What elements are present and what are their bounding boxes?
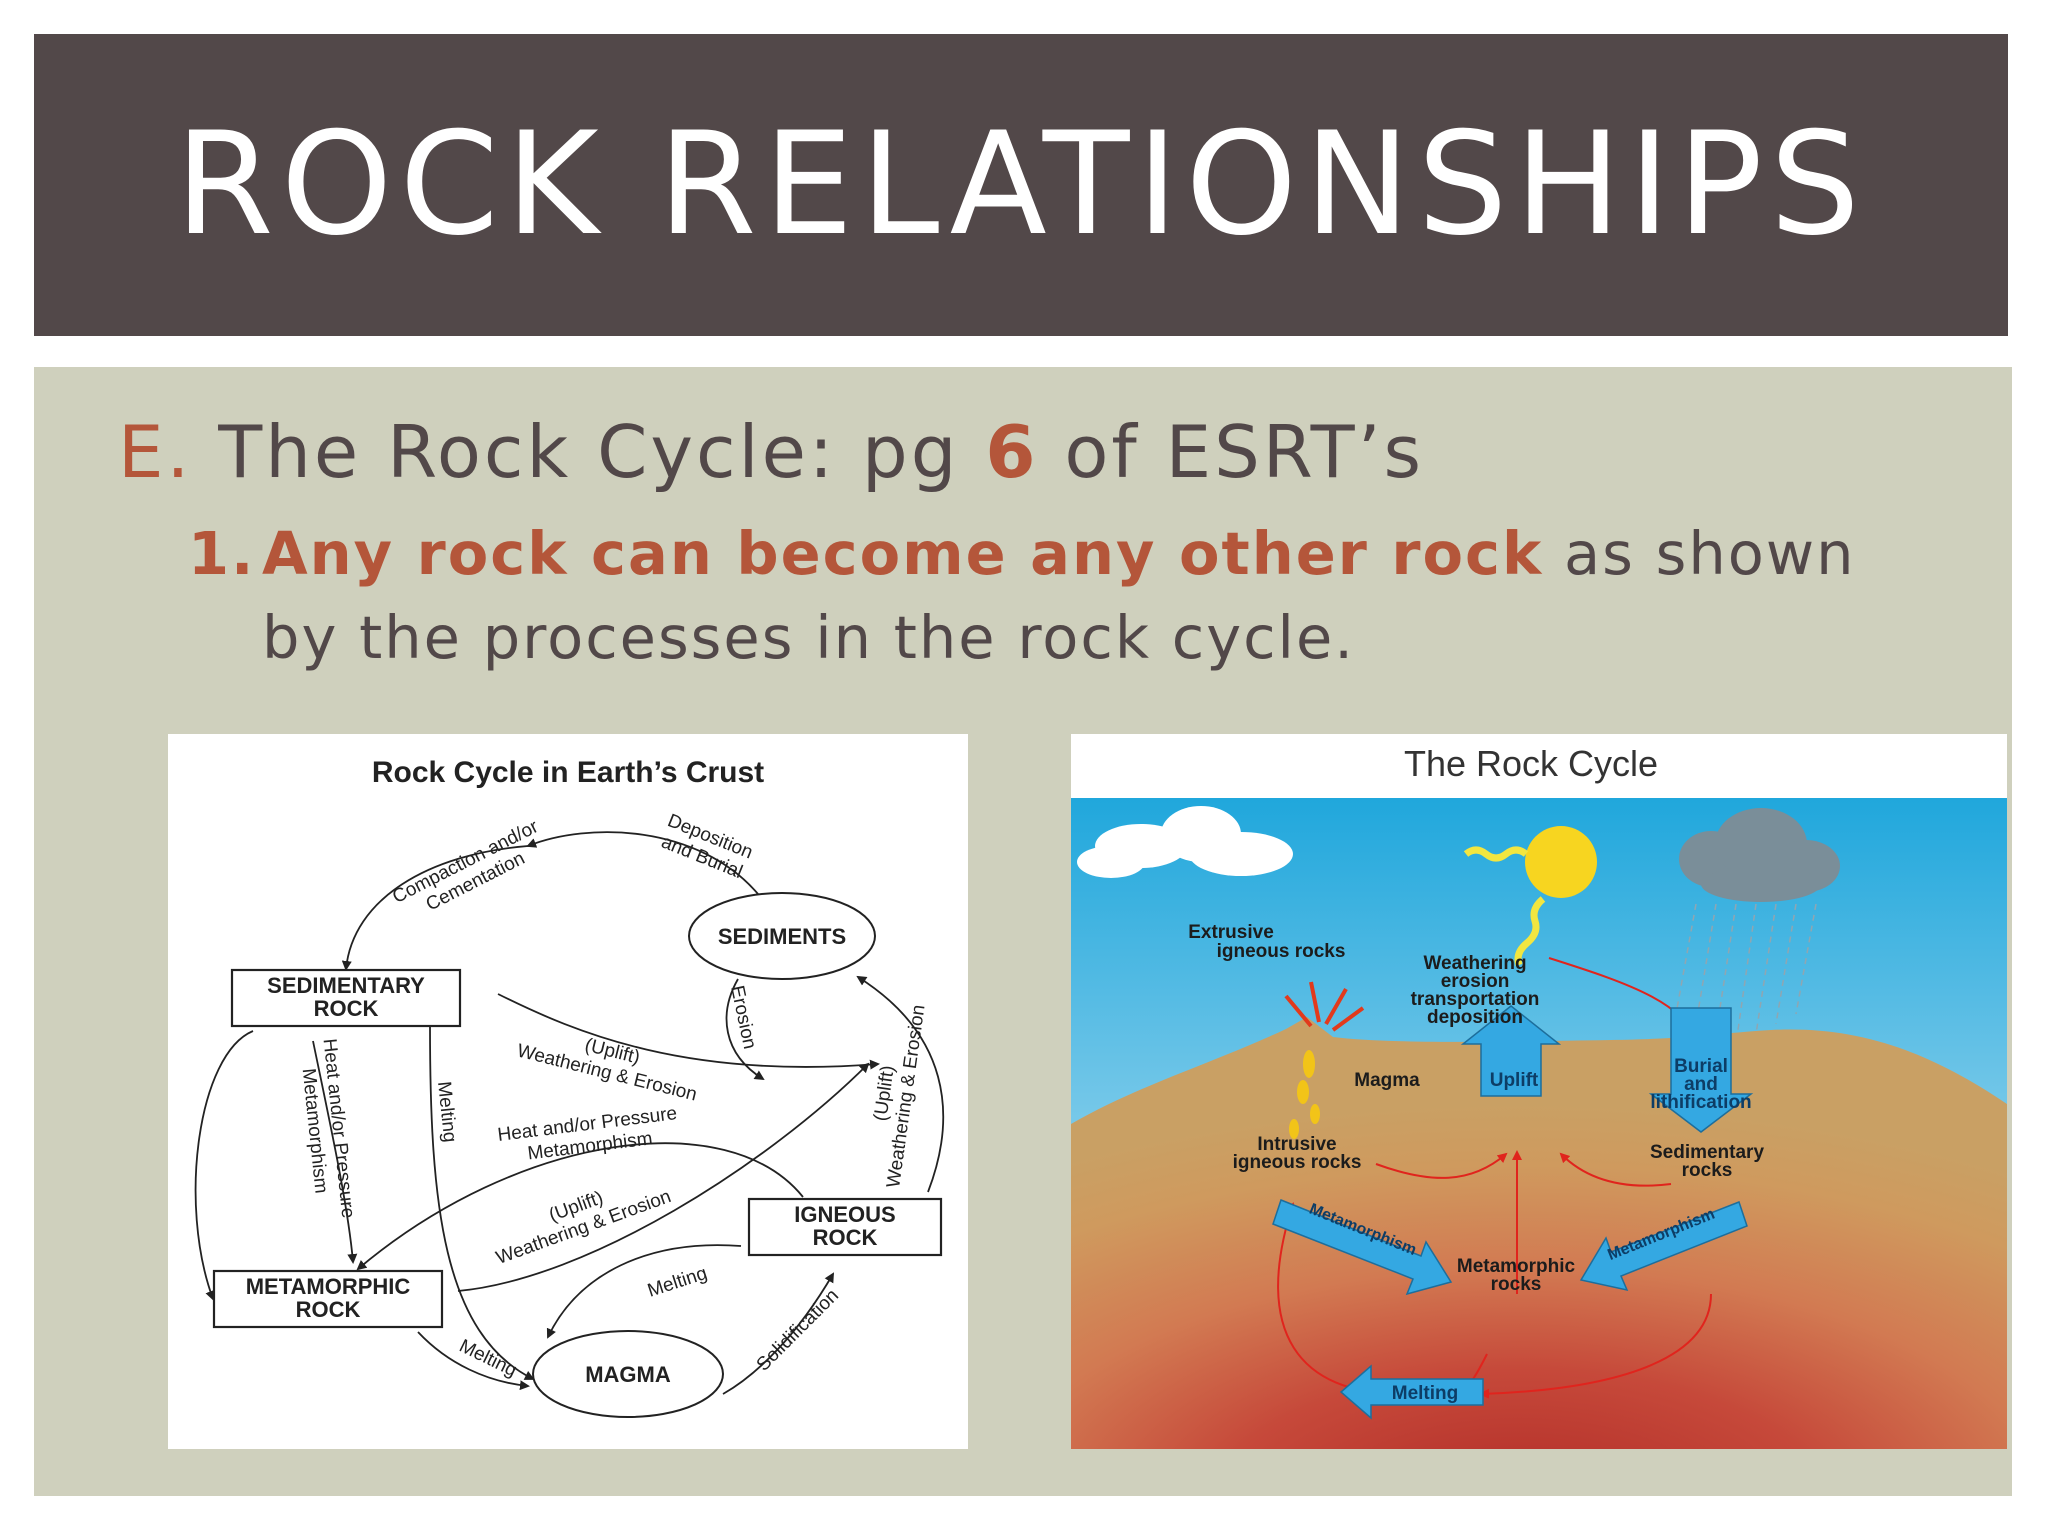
svg-text:SEDIMENTS: SEDIMENTS xyxy=(718,924,846,949)
bullet-level1: E. The Rock Cycle: pg 6 of ESRT’s xyxy=(118,410,1424,494)
metamorphism-arrow-right xyxy=(1579,1201,1748,1292)
illustration-title: The Rock Cycle xyxy=(1404,743,1658,784)
burial-arrow xyxy=(1648,1007,1754,1133)
arrow-ign-melting xyxy=(546,1244,742,1339)
crust-diagram-svg: Rock Cycle in Earth’s Crust SEDIMENTS xyxy=(194,756,944,1418)
svg-text:rocks: rocks xyxy=(1491,1274,1542,1295)
svg-text:METAMORPHIC: METAMORPHIC xyxy=(246,1274,411,1299)
arrow-ign-metamorphic xyxy=(356,1142,804,1271)
svg-text:erosion: erosion xyxy=(1441,971,1510,992)
bullet-level2: 1. Any rock can become any other rock as… xyxy=(188,512,1888,680)
svg-text:ROCK: ROCK xyxy=(813,1225,878,1250)
illustration-labels: Extrusive igneous rocks Weathering erosi… xyxy=(1188,922,1764,1404)
svg-text:IGNEOUS: IGNEOUS xyxy=(794,1202,895,1227)
cycle-arrows xyxy=(194,831,944,1395)
svg-text:Uplift: Uplift xyxy=(1490,1070,1539,1091)
sun-ray-2 xyxy=(1514,896,1546,967)
node-magma: MAGMA xyxy=(532,1330,724,1418)
bullet-highlight: Any rock can become any other rock xyxy=(262,519,1544,588)
arrow-meta-uplift xyxy=(457,1062,870,1292)
label-melting-ign: Melting xyxy=(645,1263,710,1302)
node-sediments: SEDIMENTS xyxy=(688,892,876,980)
magma-blobs xyxy=(1289,1050,1320,1139)
bullet-rest: as shown by the processes in the rock cy… xyxy=(262,519,1856,672)
melting-arrow xyxy=(1339,1364,1484,1420)
volcano-lava xyxy=(1284,981,1365,1032)
cloud-icon xyxy=(1077,806,1293,878)
node-metamorphic-rock: METAMORPHIC ROCK xyxy=(212,1269,444,1329)
label-heat-pressure-2: Heat and/or Pressure Metamorphism xyxy=(496,1103,678,1164)
crust-diagram-title: Rock Cycle in Earth’s Crust xyxy=(372,756,764,789)
title-bar: ROCK RELATIONSHIPS xyxy=(34,34,2008,336)
arrow-solidification xyxy=(722,1272,835,1395)
sun-ray xyxy=(1463,846,1529,862)
node-sedimentary-rock: SEDIMENTARY ROCK xyxy=(230,968,462,1028)
svg-text:ROCK: ROCK xyxy=(296,1297,361,1322)
svg-text:Burial: Burial xyxy=(1674,1056,1728,1077)
arrow-deposition xyxy=(526,831,759,895)
arrow-ign-uplift xyxy=(856,975,944,1193)
arrow-erosion-sediments xyxy=(725,978,765,1081)
label-compaction: Compaction and/or Cementation xyxy=(389,816,542,916)
svg-text:MAGMA: MAGMA xyxy=(585,1362,671,1387)
node-igneous-rock: IGNEOUS ROCK xyxy=(747,1197,943,1257)
svg-text:Melting: Melting xyxy=(1392,1383,1459,1404)
svg-text:and: and xyxy=(1684,1074,1718,1095)
svg-text:ROCK: ROCK xyxy=(314,996,379,1021)
rain xyxy=(1675,903,1817,1045)
svg-text:Sedimentary: Sedimentary xyxy=(1650,1142,1764,1163)
bullet-number: 1. xyxy=(188,519,256,588)
svg-text:Intrusive: Intrusive xyxy=(1257,1134,1336,1155)
svg-text:SEDIMENTARY: SEDIMENTARY xyxy=(267,973,425,998)
page-number: 6 xyxy=(985,410,1039,494)
earth-crust xyxy=(1071,1017,2007,1449)
label-heat-pressure-1: Heat and/or Pressure Metamorphism xyxy=(298,1038,359,1220)
rock-cycle-crust-diagram: Rock Cycle in Earth’s Crust SEDIMENTS xyxy=(168,734,968,1449)
metamorphism-arrow-left xyxy=(1272,1199,1453,1296)
svg-text:Extrusive: Extrusive xyxy=(1188,922,1274,943)
svg-text:Metamorphic: Metamorphic xyxy=(1457,1256,1576,1277)
content-area: E. The Rock Cycle: pg 6 of ESRT’s 1. Any… xyxy=(34,367,2012,1496)
arrow-meta-melting xyxy=(417,1331,530,1391)
label-melting-sed: Melting xyxy=(433,1080,460,1143)
illustration-svg: The Rock Cycle xyxy=(1071,743,2007,1449)
label-uplift-weathering-2: (Uplift) Weathering & Erosion xyxy=(493,1186,674,1269)
svg-text:igneous rocks: igneous rocks xyxy=(1233,1152,1362,1173)
slide-title: ROCK RELATIONSHIPS xyxy=(175,101,1867,267)
uplift-arrow xyxy=(1460,1005,1562,1097)
svg-text:Magma: Magma xyxy=(1354,1070,1420,1091)
label-solidification: Solidification xyxy=(753,1285,843,1375)
arrow-sed-meta-loop xyxy=(194,1030,254,1301)
bullet-text-start: The Rock Cycle: pg xyxy=(218,410,960,494)
arrow-sed-metamorphic xyxy=(312,1040,358,1264)
svg-text:transportation: transportation xyxy=(1411,989,1540,1010)
label-deposition: Deposition and Burial xyxy=(658,810,755,883)
arrow-compaction xyxy=(341,845,529,971)
label-uplift-weathering-3: (Uplift) Weathering & Erosion xyxy=(870,1003,929,1189)
sun-icon xyxy=(1525,826,1597,898)
bullet-text-end: of ESRT’s xyxy=(1064,410,1424,494)
rock-cycle-illustration: The Rock Cycle xyxy=(1071,734,2007,1449)
svg-text:lithification: lithification xyxy=(1650,1092,1751,1113)
arrow-sed-uplift xyxy=(497,993,880,1070)
bullet-text: Any rock can become any other rock as sh… xyxy=(188,512,1888,680)
svg-text:Weathering: Weathering xyxy=(1423,953,1526,974)
svg-text:rocks: rocks xyxy=(1682,1160,1733,1181)
svg-text:deposition: deposition xyxy=(1427,1007,1523,1028)
label-uplift-weathering-1: (Uplift) Weathering & Erosion xyxy=(515,1035,699,1106)
bullet-marker: E. xyxy=(118,410,193,494)
arrow-sed-melting xyxy=(429,1025,535,1380)
svg-text:igneous rocks: igneous rocks xyxy=(1217,941,1346,962)
rain-cloud-icon xyxy=(1679,808,1840,902)
